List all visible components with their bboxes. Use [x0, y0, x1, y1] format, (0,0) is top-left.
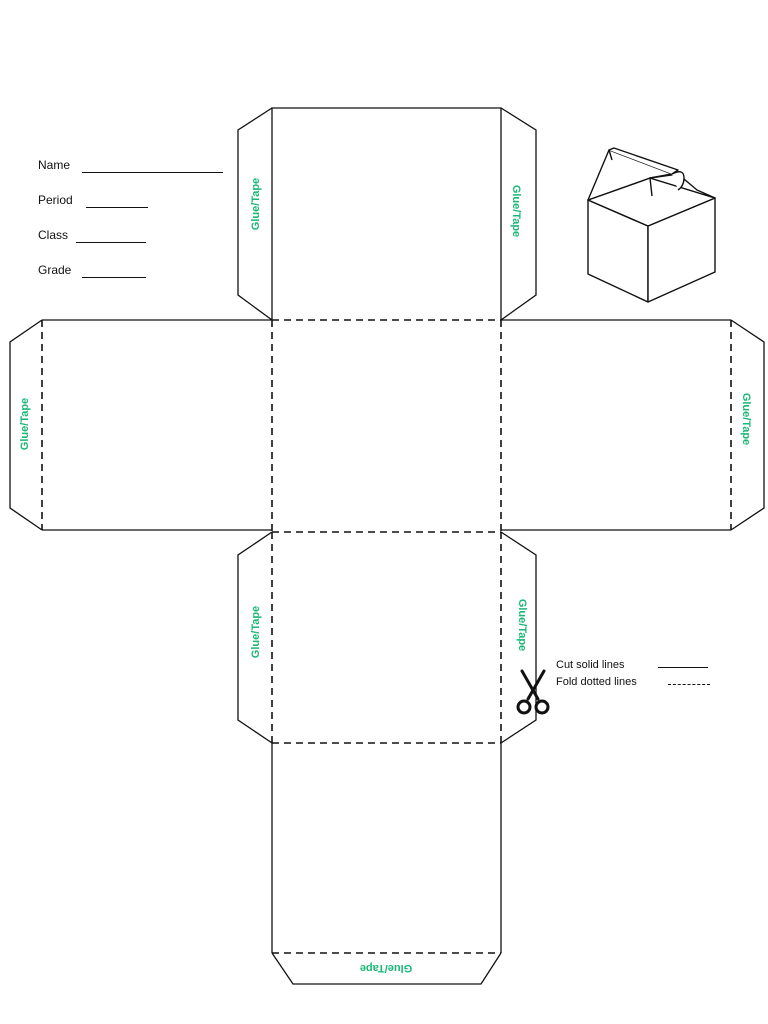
open-box-icon	[587, 147, 716, 303]
legend-fold-row: Fold dotted lines	[556, 676, 710, 693]
name-label: Name	[38, 158, 71, 172]
tab-label-bottom: Glue/Tape	[359, 962, 413, 974]
period-label: Period	[38, 193, 73, 207]
right-face-outline	[501, 319, 731, 531]
tab-label-left: Glue/Tape	[19, 397, 31, 451]
class-blank-line	[76, 242, 146, 243]
tab-label-right: Glue/Tape	[740, 392, 752, 446]
legend-cut-row: Cut solid lines	[556, 659, 708, 676]
top-face-outline	[271, 107, 502, 320]
grade-blank-line	[82, 277, 146, 278]
tab-label-top-left: Glue/Tape	[250, 177, 262, 231]
left-tab-outline	[9, 319, 43, 531]
lower-left-tab-outline	[237, 531, 273, 744]
grade-label: Grade	[38, 263, 72, 277]
tab-label-bottom-left: Glue/Tape	[250, 605, 262, 659]
top-right-tab-outline	[500, 107, 537, 321]
tab-label-top-right: Glue/Tape	[510, 184, 522, 238]
legend-cut-text: Cut solid lines	[556, 659, 625, 671]
right-tab-outline	[730, 319, 765, 531]
bottom-tab-outline	[271, 952, 502, 985]
legend-dashed-line	[668, 684, 710, 685]
bottom-face-outline	[271, 743, 502, 953]
legend-solid-line	[658, 667, 708, 668]
left-face-outline	[42, 319, 272, 531]
top-left-tab-outline	[237, 107, 273, 321]
name-blank-line	[82, 172, 223, 173]
scissors-icon	[516, 669, 550, 715]
class-label: Class	[38, 228, 69, 242]
tab-label-bottom-right: Glue/Tape	[516, 598, 528, 652]
lower-right-tab-outline	[500, 531, 537, 744]
period-blank-line	[86, 207, 148, 208]
legend-fold-text: Fold dotted lines	[556, 676, 637, 688]
legend: Cut solid lines Fold dotted lines	[556, 659, 710, 693]
